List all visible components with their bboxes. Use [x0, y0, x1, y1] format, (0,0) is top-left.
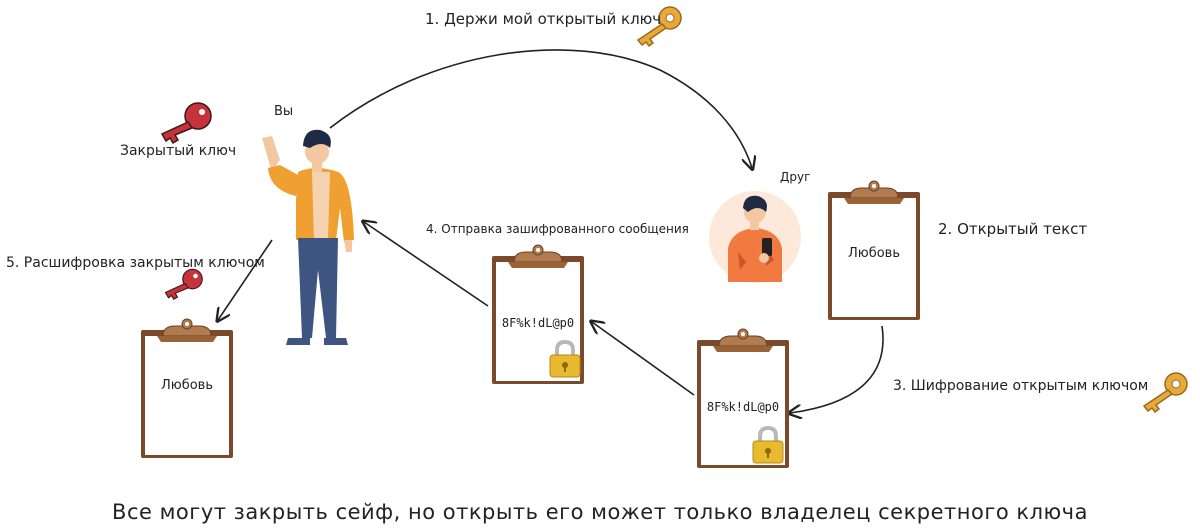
you-person-illustration	[262, 129, 354, 345]
private-key-icon	[164, 268, 203, 300]
bottom-caption: Все могут закрыть сейф, но открыть его м…	[112, 500, 1088, 524]
label-step-4: 4. Отправка зашифрованного сообщения	[426, 222, 689, 236]
clipboard-text-cipher-encrypted: 8F%k!dL@p0	[706, 400, 780, 414]
clipboard-text-plain-decrypted: Любовь	[160, 378, 213, 393]
arrow-send-public-key	[329, 49, 752, 168]
label-friend: Друг	[780, 170, 811, 184]
arrow-decrypt	[218, 239, 273, 320]
arrow-send-ciphertext-1	[592, 322, 695, 396]
public-key-icon	[1143, 372, 1188, 413]
clipboard-text-plain-friend: Любовь	[847, 246, 900, 261]
label-step-3: 3. Шифрование открытым ключом	[893, 378, 1149, 394]
label-step-2: 2. Открытый текст	[938, 220, 1088, 238]
friend-person-illustration	[709, 191, 801, 283]
label-step-5: 5. Расшифровка закрытым ключом	[6, 255, 265, 271]
label-you: Вы	[274, 104, 294, 119]
arrow-send-ciphertext-2	[364, 222, 489, 307]
arrow-encrypt	[790, 325, 884, 413]
clipboard-text-cipher-sent: 8F%k!dL@p0	[501, 316, 575, 330]
label-step-1: 1. Держи мой открытый ключ	[425, 10, 662, 28]
private-key-icon	[161, 102, 212, 144]
label-private-key: Закрытый ключ	[120, 143, 237, 159]
